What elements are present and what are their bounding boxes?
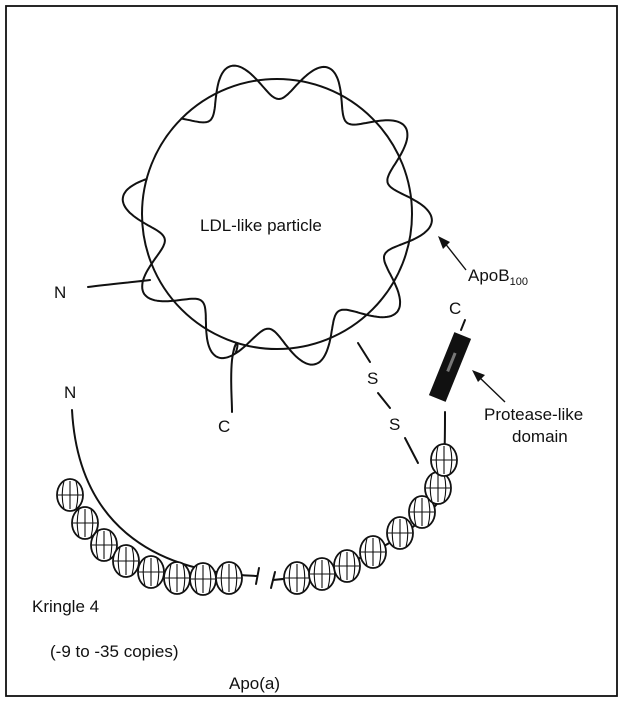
sulfur-label-top: S [367,369,378,388]
apob-n-label: N [54,283,66,302]
kringle-domain [216,562,242,594]
kringle-caption: Kringle 4 [32,597,99,616]
figure-frame [6,6,617,696]
kringle-domain [360,536,386,568]
particle-label: LDL-like particle [200,216,322,235]
apob-c-label: C [218,417,230,436]
disulfide-line-top [358,343,370,362]
apob-pointer-line [444,242,466,270]
apob100-label: ApoB100 [468,266,528,288]
kringle-domain [57,479,83,511]
apoa-c-label: C [449,299,461,318]
protease-label-line2: domain [512,427,568,446]
apob-n-tail [88,280,150,287]
apoa-caption: Apo(a) [229,674,280,693]
copies-caption: (-9 to -35 copies) [50,642,179,661]
kringle-domain [164,562,190,594]
kringle-domain [431,444,457,476]
kringle-domain [387,517,413,549]
kringle-domain [190,563,216,595]
kringle-domain [334,550,360,582]
kringle-domain [138,556,164,588]
kringle-domain [309,558,335,590]
kringle-4-domains [57,444,457,595]
protease-pointer-line [478,376,505,402]
apoa-c-stub [461,320,465,330]
disulfide-line-mid [378,393,390,408]
disulfide-line-bottom [405,438,418,463]
protease-label-line1: Protease-like [484,405,583,424]
kringle-domain [425,472,451,504]
kringle-domain [113,545,139,577]
apoa-n-label: N [64,383,76,402]
kringle-domain [284,562,310,594]
sulfur-label-bottom: S [389,415,400,434]
